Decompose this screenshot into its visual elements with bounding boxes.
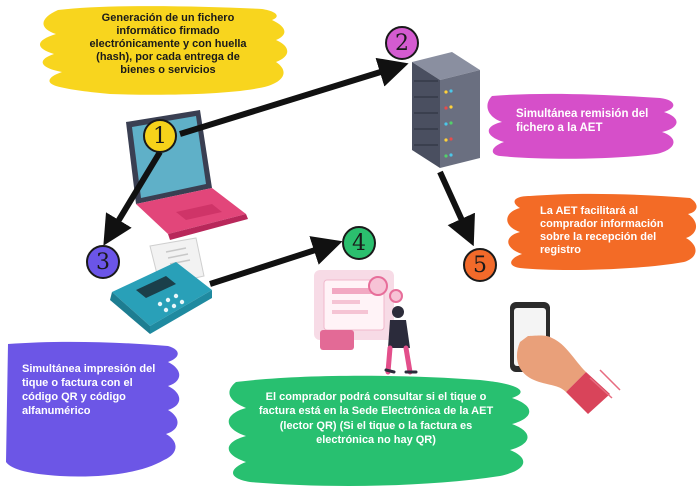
server-icon (412, 52, 480, 168)
step-3-badge: 3 (86, 245, 120, 279)
orange-brush-shape (507, 193, 697, 270)
step-1-text: Generación de un fichero informático fir… (89, 12, 247, 76)
hand-holding-phone-icon (510, 302, 621, 414)
card-terminal-icon (110, 237, 212, 334)
step-5-badge: 5 (463, 248, 497, 282)
step-2-text: Simultánea remisión del fichero a la AET (516, 108, 649, 134)
step-4-badge: 4 (342, 226, 376, 260)
purple-brush-shape (6, 341, 180, 477)
green-brush-shape (228, 375, 530, 486)
arrow-2-to-5 (437, 170, 475, 247)
step-5-text: La AET facilitará al comprador informaci… (540, 205, 664, 256)
pink-brush-shape (487, 93, 677, 159)
yellow-brush-shape (39, 6, 288, 95)
step-1-badge: 1 (143, 119, 177, 153)
step-4-text: El comprador podrá consultar si el tique… (258, 391, 494, 446)
step-3-text: Simultánea impresión del tique o factura… (22, 363, 156, 418)
arrow-1-to-3 (103, 150, 163, 246)
step-2-badge: 2 (385, 26, 419, 60)
person-with-qr-icon (314, 270, 418, 375)
arrow-3-to-4 (209, 236, 343, 287)
arrow-1-to-2 (179, 57, 409, 137)
